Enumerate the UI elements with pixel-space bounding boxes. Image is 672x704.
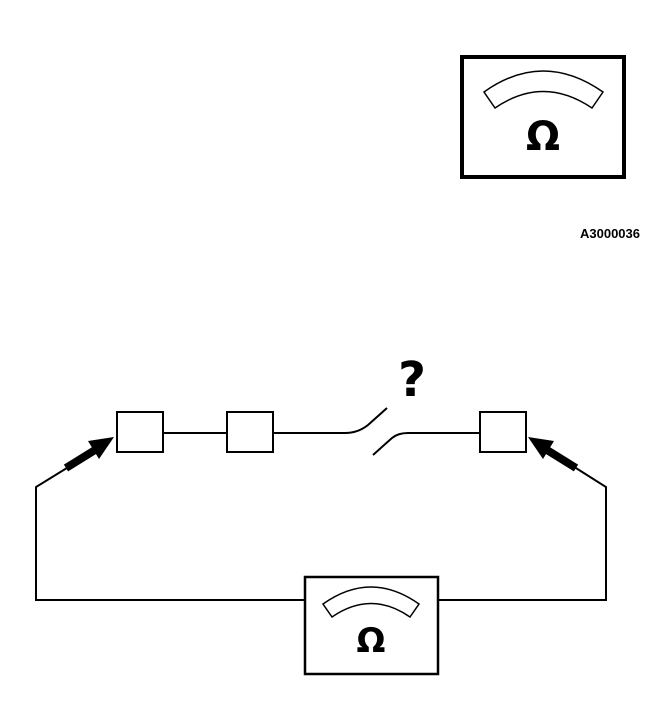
ohmmeter-top-scale-icon (482, 70, 605, 110)
probe-arrow-left-icon (63, 437, 114, 472)
ohmmeter-bottom-scale-icon (321, 586, 421, 619)
ohmmeter-bottom: Ω (303, 575, 440, 676)
circuit-wires (35, 407, 607, 601)
connector-left (116, 411, 164, 453)
ohmmeter-top: Ω (460, 55, 626, 179)
wire-break-to-c3 (372, 432, 480, 456)
probe-arrow-right-icon (528, 437, 579, 472)
wire-c2-to-break (273, 407, 388, 434)
figure-reference-code: A3000036 (580, 226, 640, 241)
connector-middle (226, 411, 274, 453)
connector-right (479, 411, 527, 453)
ohmmeter-bottom-symbol: Ω (357, 621, 386, 661)
wire-right-loop (438, 462, 607, 601)
wire-left-loop (35, 462, 305, 601)
open-circuit-question-mark: ? (398, 352, 426, 408)
ohmmeter-top-symbol: Ω (526, 114, 560, 160)
